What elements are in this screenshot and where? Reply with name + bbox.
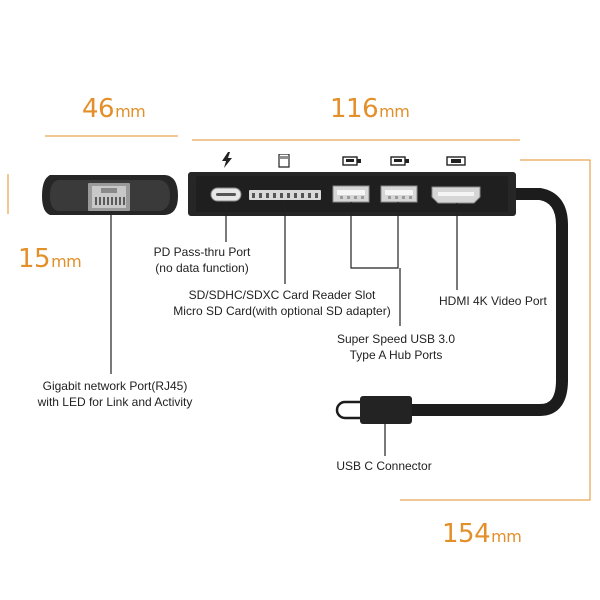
sd-slot-label-line1: SD/SDHC/SDXC Card Reader Slot [188,288,376,302]
dimension-length-top: 116mm [330,94,410,124]
sd-card-icon [278,153,290,173]
sd-card-slot [249,190,321,200]
usb-c-pd-port [210,187,242,202]
dimension-unit: mm [491,527,522,546]
sd-slot-label: SD/SDHC/SDXC Card Reader Slot Micro SD C… [160,287,404,319]
leader-lines [110,200,458,456]
dimension-value: 46 [82,94,115,124]
side-view [42,175,178,215]
usb-c-connector-label: USB C Connector [334,458,434,474]
pd-port-label: PD Pass-thru Port (no data function) [134,244,270,276]
rj45-label-line2: with LED for Link and Activity [37,395,193,409]
usb-c-cable [402,188,568,416]
dimension-unit: mm [115,102,146,121]
dimension-value: 154 [442,519,491,549]
dimension-lines [7,135,591,501]
rj45-label: Gigabit network Port(RJ45) with LED for … [26,378,204,410]
hdmi-label-text: HDMI 4K Video Port [439,294,547,308]
usb-c-connector-label-text: USB C Connector [336,459,432,473]
hdmi-port [431,186,481,204]
sd-slot-label-line2: Micro SD Card(with optional SD adapter) [173,304,391,318]
usb-ports-label-line1: Super Speed USB 3.0 [336,332,456,346]
hdmi-label: HDMI 4K Video Port [439,293,547,309]
usb-a-icon [390,154,410,172]
dimension-value: 116 [330,94,379,124]
rj45-label-line1: Gigabit network Port(RJ45) [42,379,188,393]
usb-a-icon [342,154,362,172]
usb-c-connector [335,396,412,424]
usb-a-port [332,185,370,203]
usb-a-port [380,185,418,203]
dimension-unit: mm [51,252,82,271]
usb-ports-label-line2: Type A Hub Ports [349,348,443,362]
lightning-bolt-icon [221,152,233,173]
hdmi-icon [446,154,466,172]
dimension-total-length: 154mm [442,519,522,549]
usb-ports-label: Super Speed USB 3.0 Type A Hub Ports [330,331,462,363]
dimension-unit: mm [379,102,410,121]
pd-port-label-line1: PD Pass-thru Port [153,245,251,259]
dimension-height: 15mm [18,244,82,274]
dimension-value: 15 [18,244,51,274]
dimension-width-side: 46mm [82,94,146,124]
pd-port-label-line2: (no data function) [155,261,249,275]
